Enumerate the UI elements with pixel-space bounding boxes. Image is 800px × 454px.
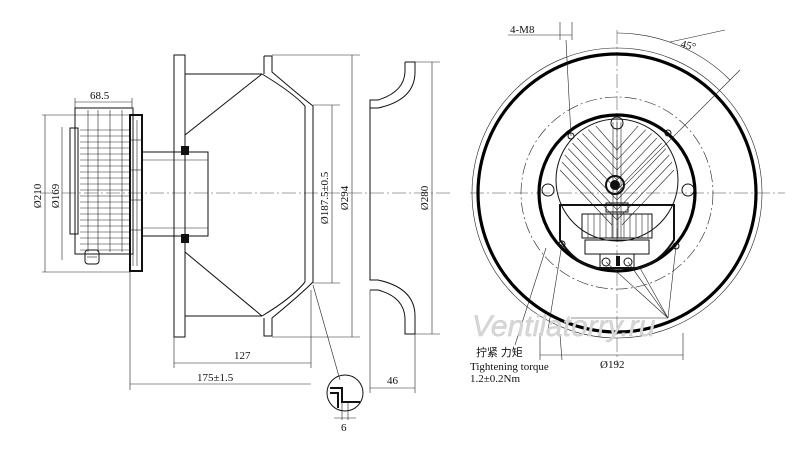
dim-angle: 45° [679,38,697,53]
dim-bolts: 4-M8 [510,24,535,36]
angle-dimension [616,29,741,194]
torque-note: 拧紧 力矩 Tightening torque 1.2±0.2Nm [470,345,549,385]
front-view: 4-M8 45° Ø192 [470,22,785,371]
dim-bolt-circle: Ø192 [600,359,624,371]
inlet-ring [369,61,416,335]
dim-wheel-dia: Ø294 [339,185,351,210]
impeller [173,54,314,338]
note-value: 1.2±0.2Nm [470,373,520,385]
dim-ring-dia: Ø280 [419,185,431,210]
outer-ring [476,52,758,334]
side-view: 68.5 Ø210 Ø169 Ø187.5±0.5 Ø294 Ø280 127 … [32,54,450,434]
bolt-hole-4 [672,242,680,250]
dim-depth-total: 175±1.5 [197,372,234,384]
dim-motor-dia-inner: Ø169 [50,183,62,208]
dim-inlet-dia: Ø187.5±0.5 [319,171,331,224]
bolt-dimension [508,22,573,137]
dim-motor-dia-outer: Ø210 [32,183,44,208]
detail-view [326,374,364,420]
bolt-circle-leaders [514,243,684,361]
note-cn: 拧紧 力矩 [476,345,523,359]
bolt-hole-2 [664,129,672,137]
dim-depth-127: 127 [234,350,251,362]
watermark: Ventilatorry.ru [472,310,656,343]
dim-ring-depth: 46 [387,375,399,387]
motor-fins [541,116,695,242]
bolt-circle [520,96,714,290]
note-en: Tightening torque [470,361,549,373]
dim-detail: 6 [341,422,347,434]
dim-motor-width: 68.5 [90,90,110,102]
motor-housing [537,113,697,273]
wheel-outline [471,47,763,339]
bolt-hole-3 [558,240,566,248]
motor-body [69,107,209,272]
dimension-lines [42,54,440,393]
